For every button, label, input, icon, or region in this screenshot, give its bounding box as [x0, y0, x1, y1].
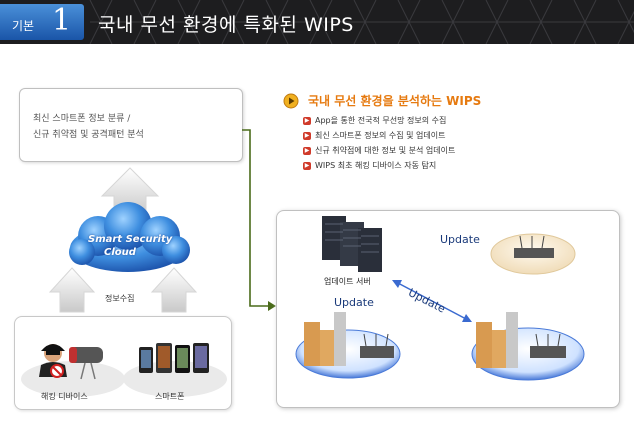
- header-bar: 기본 1 국내 무선 환경에 특화된 WIPS: [0, 0, 634, 44]
- connector-arrow: [242, 129, 268, 307]
- play-circle-icon: [283, 93, 299, 109]
- info-box: 최신 스마트폰 정보 분류 / 신규 취약점 및 공격패턴 분석: [19, 88, 243, 162]
- section-badge: 기본 1: [0, 3, 84, 40]
- bullet-text-2: 최신 스마트폰 정보의 수집 및 업데이트: [315, 131, 446, 140]
- cloud-label-2: Cloud: [104, 247, 136, 258]
- remote-site-disc: [490, 233, 576, 275]
- bullet-item-3: ▶ 신규 취약점에 대한 정보 및 분석 업데이트: [303, 145, 455, 156]
- analysis-title: 국내 무선 환경을 분석하는 WIPS: [308, 94, 482, 108]
- badge-number: 1: [52, 3, 72, 38]
- arrow-up-left: [48, 267, 96, 313]
- smart-security-cloud-icon: [69, 202, 190, 272]
- sync-arrow: [395, 281, 469, 321]
- smartphones-icon: [139, 343, 209, 373]
- info-line-2: 신규 취약점 및 공격패턴 분석: [33, 130, 144, 140]
- update-label-top: Update: [440, 233, 480, 246]
- arrow-up-right: [150, 267, 198, 313]
- update-label-left: Update: [334, 296, 374, 309]
- header-pattern: [89, 0, 634, 44]
- page-title: 국내 무선 환경에 특화된 WIPS: [98, 14, 354, 36]
- bullet-text-4: WIPS 최초 해킹 디바이스 자동 탐지: [315, 161, 437, 170]
- bullet-arrow-icon: ▶: [303, 147, 311, 155]
- update-server-label: 업데이트 서버: [324, 277, 371, 286]
- bullet-arrow-icon: ▶: [303, 162, 311, 170]
- cloud-label-1: Smart Security: [88, 234, 173, 245]
- bullet-item-4: ▶ WIPS 최초 해킹 디바이스 자동 탐지: [303, 160, 436, 171]
- update-server-icon: [322, 216, 382, 272]
- hacker-icon: [39, 344, 67, 378]
- collect-label: 정보수집: [105, 294, 135, 303]
- info-line-1: 최신 스마트폰 정보 분류 /: [33, 114, 131, 124]
- site-disc-right: [471, 312, 585, 381]
- smartphone-label: 스마트폰: [155, 392, 185, 401]
- site-disc-left: [295, 312, 401, 379]
- bullet-item-2: ▶ 최신 스마트폰 정보의 수집 및 업데이트: [303, 130, 445, 141]
- hacking-device-label: 해킹 디바이스: [41, 392, 88, 401]
- bullet-arrow-icon: ▶: [303, 132, 311, 140]
- hacking-device-icon: [69, 347, 103, 380]
- device-box: 해킹 디바이스 스마트폰: [14, 316, 232, 410]
- badge-label: 기본: [12, 19, 35, 33]
- bullet-item-1: ▶ App을 통한 전국적 무선망 정보의 수집: [303, 115, 446, 126]
- bullet-text-3: 신규 취약점에 대한 정보 및 분석 업데이트: [315, 146, 456, 155]
- bullet-arrow-icon: ▶: [303, 117, 311, 125]
- bullet-text-1: App을 통한 전국적 무선망 정보의 수집: [315, 116, 447, 125]
